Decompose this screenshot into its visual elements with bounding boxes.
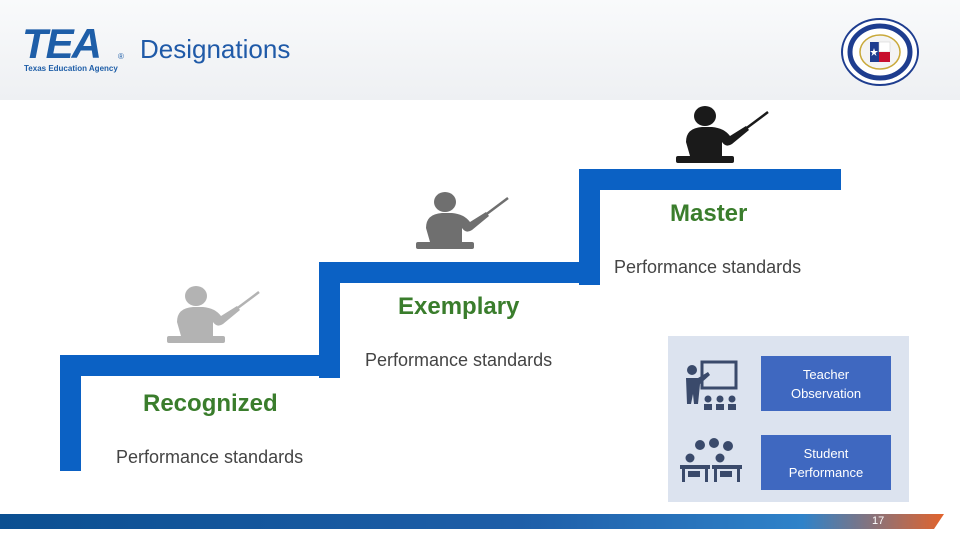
registered-mark: ® xyxy=(118,52,124,61)
teacher-observation-box: Teacher Observation xyxy=(761,356,891,411)
level-name-recognized: Recognized xyxy=(143,390,278,417)
teacher-pointer-icon xyxy=(167,286,260,343)
tea-logo-text: TEA xyxy=(22,20,102,67)
classroom-teacher-icon xyxy=(686,360,738,410)
page-number: 17 xyxy=(872,515,885,527)
step-master-top xyxy=(579,169,841,190)
student-desks-icon xyxy=(680,438,742,482)
step-exemplary-top xyxy=(319,262,600,283)
teacher-observation-line2: Observation xyxy=(790,385,862,401)
header-bar: TEA ® Texas Education Agency Designation… xyxy=(0,0,960,100)
step-exemplary-riser xyxy=(319,262,340,378)
step-recognized-riser xyxy=(60,355,81,471)
student-performance-box: Student Performance xyxy=(761,435,891,490)
criteria-panel: Teacher Observation Student Performance xyxy=(668,336,909,502)
level-description-recognized: Performance standards xyxy=(116,447,304,467)
seal-icon xyxy=(841,18,919,86)
teacher-pointer-icon xyxy=(676,106,769,163)
level-name-master: Master xyxy=(670,200,748,227)
level-name-exemplary: Exemplary xyxy=(398,293,520,320)
level-description-exemplary: Performance standards xyxy=(365,350,553,370)
student-performance-line1: Student xyxy=(803,445,849,461)
tea-logo-subtitle: Texas Education Agency xyxy=(24,64,118,73)
page-title: Designations xyxy=(140,34,291,64)
step-master-riser xyxy=(579,169,600,285)
teacher-observation-line1: Teacher xyxy=(802,366,850,382)
teacher-pointer-icon xyxy=(416,192,509,249)
footer-bar xyxy=(0,514,944,529)
level-description-master: Performance standards xyxy=(614,257,802,277)
step-recognized-top xyxy=(60,355,322,376)
student-performance-line2: Performance xyxy=(788,464,864,480)
tea-logo: TEA ® Texas Education Agency xyxy=(22,22,132,78)
